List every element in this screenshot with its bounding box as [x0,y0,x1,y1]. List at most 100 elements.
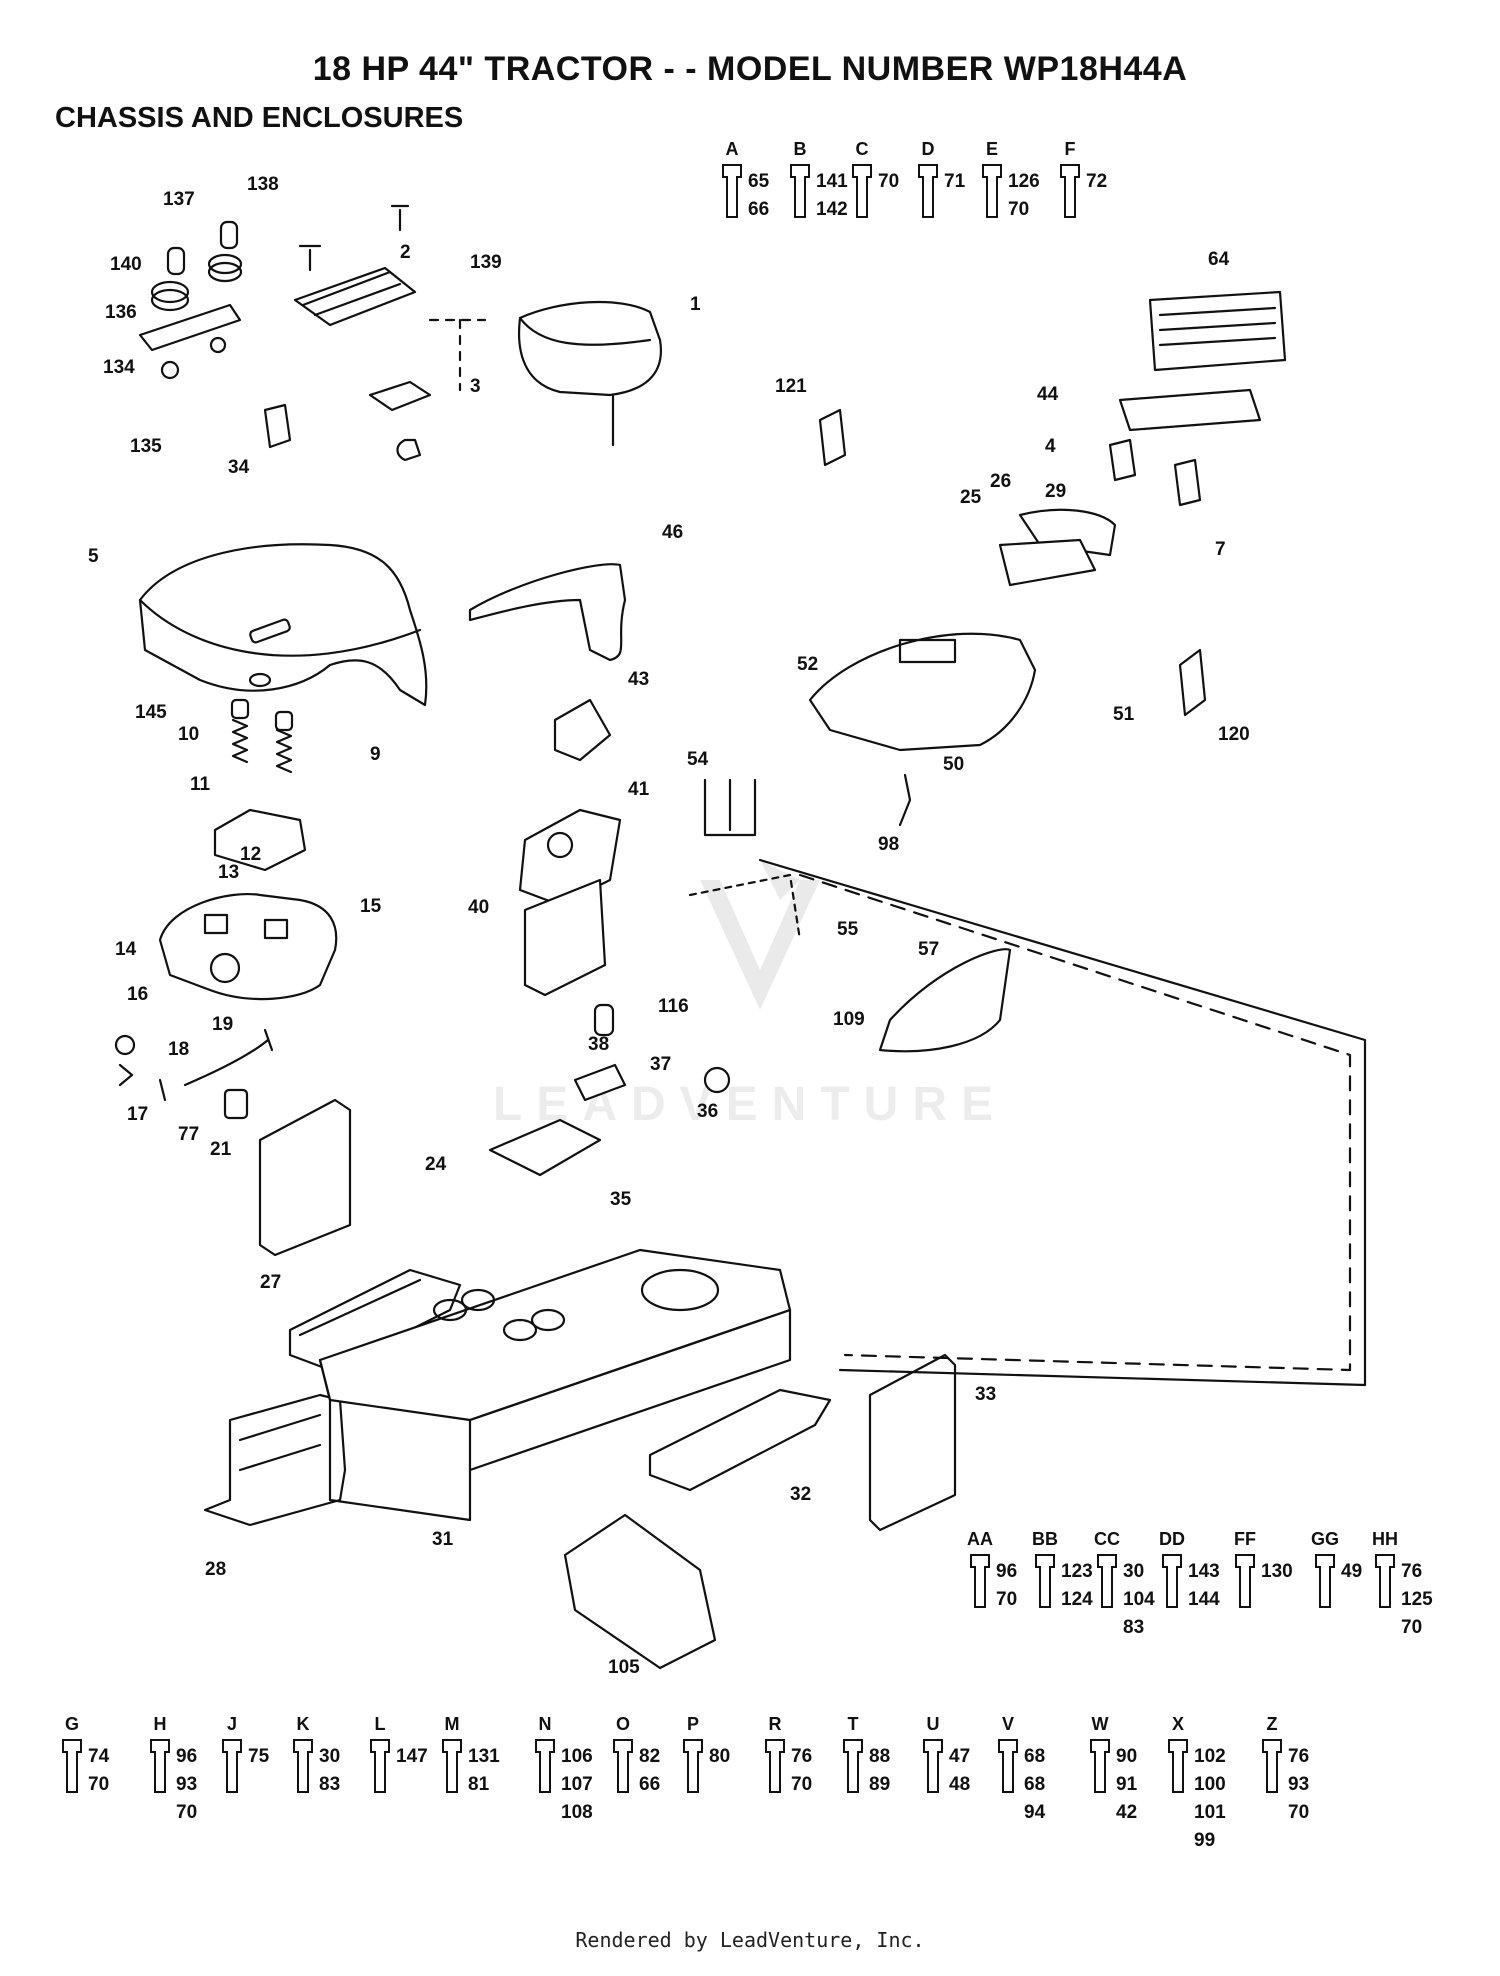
hardware-part-number: 68 [1024,1774,1045,1795]
bolt-icon [370,1739,390,1793]
bolt-part-98 [898,773,912,827]
hardware-key-label: A [726,139,739,159]
hardware-key-label: AA [967,1529,993,1549]
hardware-part-number: 71 [944,171,966,192]
section-subtitle: CHASSIS AND ENCLOSURES [55,102,464,134]
hardware-part-number: 70 [176,1802,197,1823]
callout-57: 57 [918,939,939,960]
hardware-part-number: 82 [639,1746,660,1767]
hardware-part-number: 70 [1401,1617,1422,1638]
seat-bracket-assembly [138,204,487,462]
callout-10: 10 [178,724,199,745]
hardware-part-number: 68 [1024,1746,1045,1767]
callout-11: 11 [190,774,211,795]
callout-136: 136 [105,302,137,323]
hardware-key-label: O [616,1714,630,1734]
hardware-part-number: 104 [1123,1589,1155,1610]
hardware-part-number: 76 [1288,1746,1309,1767]
hardware-key-label: P [687,1714,699,1734]
callout-46: 46 [662,522,683,543]
hardware-f: F72 [1060,139,1107,218]
bracket-part-120 [1178,648,1207,717]
hardware-part-number: 74 [88,1746,110,1767]
hardware-part-number: 47 [949,1746,970,1767]
hardware-part-number: 108 [561,1802,593,1823]
hardware-key-label: HH [1372,1529,1398,1549]
hardware-part-number: 80 [709,1746,730,1767]
hardware-key-label: M [445,1714,460,1734]
callout-14: 14 [115,939,137,960]
hardware-part-number: 91 [1116,1774,1138,1795]
hardware-part-number: 88 [869,1746,890,1767]
callout-2: 2 [400,242,411,263]
bolt-icon [1162,1554,1182,1608]
bolt-icon [683,1739,703,1793]
callout-21: 21 [210,1139,232,1160]
callout-35: 35 [610,1189,632,1210]
hardware-part-number: 49 [1341,1561,1362,1582]
callout-37: 37 [650,1054,671,1075]
callout-140: 140 [110,254,142,275]
callout-25: 25 [960,487,982,508]
bolt-icon [1235,1554,1255,1608]
hardware-key-label: V [1002,1714,1014,1734]
hardware-part-number: 81 [468,1774,490,1795]
seat-frame-part-64 [1118,290,1287,432]
callout-15: 15 [360,896,382,917]
hardware-part-number: 65 [748,171,770,192]
rear-hood-part-52 [808,632,1037,752]
tray-part-105 [563,1513,717,1670]
hardware-part-number: 123 [1061,1561,1093,1582]
hardware-part-number: 96 [176,1746,197,1767]
bolt-icon [1168,1739,1188,1793]
hardware-key-label: BB [1032,1529,1058,1549]
hardware-part-number: 83 [319,1774,340,1795]
callout-134: 134 [103,357,135,378]
callout-52: 52 [797,654,818,675]
callout-116: 116 [658,996,689,1017]
hardware-part-number: 101 [1194,1802,1226,1823]
hardware-part-number: 107 [561,1774,593,1795]
hardware-o: O 82 66 [613,1714,660,1795]
callout-44: 44 [1037,384,1059,405]
bolt-icon [442,1739,462,1793]
bracket-part-38 [488,1118,602,1177]
hardware-key-label: U [927,1714,940,1734]
hardware-key-label: GG [1311,1529,1339,1549]
side-panel-part-33 [868,1353,957,1532]
bushing-part-116 [593,1003,615,1037]
handle-part-54 [703,778,757,837]
callout-29: 29 [1045,481,1066,502]
front-bumper-part-28 [203,1393,347,1527]
hardware-part-number: 66 [639,1774,660,1795]
hardware-key-label: X [1172,1714,1184,1734]
hardware-part-number: 99 [1194,1830,1215,1851]
callout-3: 3 [470,376,481,397]
callout-98: 98 [878,834,899,855]
bolt-icon [970,1554,990,1608]
bolt-icon [535,1739,555,1793]
callout-18: 18 [168,1039,189,1060]
hardware-part-number: 142 [816,199,848,220]
hardware-part-number: 141 [816,171,848,192]
bolt-icon [923,1739,943,1793]
bushing-part-36 [703,1066,731,1094]
callout-1: 1 [690,294,701,315]
callout-109: 109 [833,1009,865,1030]
hardware-key-label: B [794,139,807,159]
callout-34: 34 [228,457,250,478]
bumper-springs-part-109 [432,1288,566,1342]
callout-38: 38 [588,1034,609,1055]
hardware-part-number: 76 [791,1746,812,1767]
hardware-c: C70 [852,139,899,218]
